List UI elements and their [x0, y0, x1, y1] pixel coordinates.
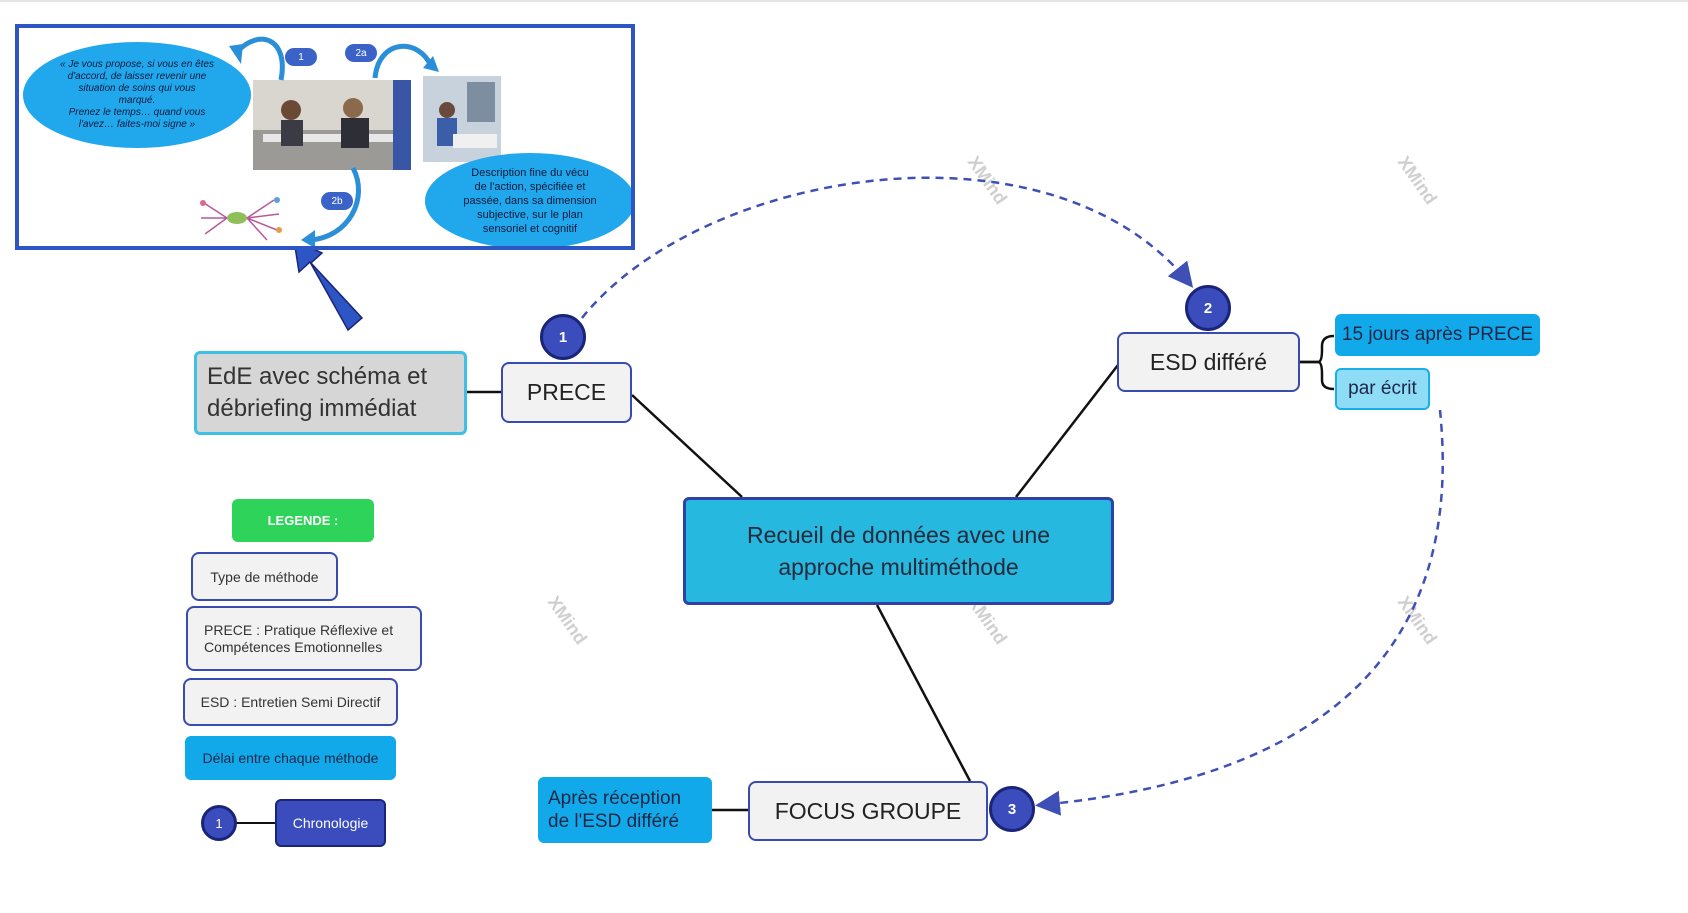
quote-line: d'accord, de laisser revenir une	[67, 71, 207, 82]
connector-esd-delay	[1300, 334, 1335, 364]
chronology-badge-2: 2	[1185, 285, 1231, 331]
mindmap-thumbnail	[189, 188, 289, 246]
prece-node[interactable]: PRECE	[501, 362, 632, 423]
focus-node[interactable]: FOCUS GROUPE	[748, 781, 988, 841]
prece-label: PRECE	[526, 379, 607, 405]
legend-title-text: LEGENDE :	[267, 513, 339, 528]
ede-line-2: débriefing immédiat	[207, 395, 417, 422]
focus-delay-node[interactable]: Après réception de l'ESD différé	[538, 777, 712, 843]
mindmap-thumbnail-art	[200, 197, 282, 241]
esd-mode-label: par écrit	[1348, 378, 1417, 399]
legend-chrono-badge: 1	[201, 805, 237, 841]
esd-mode-node[interactable]: par écrit	[1335, 368, 1430, 410]
desc-line: passée, dans sa dimension	[463, 195, 597, 207]
interview-photo-art	[253, 80, 411, 170]
legend-prece-definition: PRECE : Pratique Réflexive et Compétence…	[186, 606, 422, 671]
quote-line: l'avez… faites-moi signe »	[78, 119, 196, 130]
esd-node[interactable]: ESD différé	[1117, 332, 1300, 392]
connector-focus-central	[875, 604, 972, 782]
legend-delay: Délai entre chaque méthode	[185, 736, 396, 780]
dashed-arrow-esd-focus	[1035, 409, 1444, 816]
central-line-1: Recueil de données avec une	[746, 522, 1051, 548]
quote-line: marqué.	[118, 95, 156, 106]
panel-badge-1: 1	[285, 48, 317, 66]
esd-delay-node[interactable]: 15 jours après PRECE	[1335, 314, 1540, 356]
desc-line: subjective, sur le plan	[477, 209, 583, 221]
hospital-photo-art	[423, 76, 501, 162]
chronology-badge-3: 3	[989, 786, 1035, 832]
desc-line: Description fine du vécu	[471, 167, 589, 179]
quote-line: Prenez le temps… quand vous	[68, 107, 206, 118]
quote-line: « Je vous propose, si vous en êtes	[60, 59, 214, 70]
central-topic[interactable]: Recueil de données avec une approche mul…	[683, 497, 1114, 605]
dashed-arrow-prece-esd	[581, 176, 1194, 319]
connector-esd-central	[1015, 364, 1119, 498]
connector-esd-mode	[1300, 360, 1335, 391]
esd-label: ESD différé	[1149, 348, 1268, 375]
legend-esd-text: ESD : Entretien Semi Directif	[200, 694, 381, 710]
desc-line: sensoriel et cognitif	[482, 223, 578, 235]
description-bubble: Description fine du vécu de l'action, sp…	[425, 153, 631, 246]
quote-line: situation de soins qui vous	[78, 83, 196, 94]
legend-chronology-text: Chronologie	[292, 815, 369, 831]
panel-badge-2b: 2b	[321, 192, 353, 210]
legend-esd-definition: ESD : Entretien Semi Directif	[183, 678, 398, 726]
legend-prece-line-1: PRECE : Pratique Réflexive et	[204, 621, 394, 638]
legend-title: LEGENDE :	[232, 499, 374, 542]
ede-line-1: EdE avec schéma et	[207, 363, 428, 390]
top-border	[0, 0, 1688, 2]
legend-method-type: Type de méthode	[191, 552, 338, 601]
legend-prece-line-2: Compétences Emotionnelles	[204, 638, 383, 655]
chronology-badge-1: 1	[540, 314, 586, 360]
ede-node[interactable]: EdE avec schéma et débriefing immédiat	[194, 351, 467, 435]
interview-photo	[253, 80, 411, 170]
focus-delay-line-1: Après réception	[548, 788, 682, 809]
illustration-panel: « Je vous propose, si vous en êtes d'acc…	[15, 24, 635, 250]
arrow-up-icon	[293, 238, 364, 332]
desc-line: de l'action, spécifiée et	[474, 181, 586, 193]
hospital-photo	[423, 76, 501, 162]
panel-badge-2a: 2a	[345, 44, 377, 62]
central-line-2: approche multiméthode	[778, 554, 1019, 580]
focus-delay-line-2: de l'ESD différé	[548, 811, 680, 832]
connector-prece-central	[631, 394, 743, 498]
curved-arrow-icon	[229, 36, 439, 246]
legend-delay-text: Délai entre chaque méthode	[202, 750, 379, 766]
quote-bubble: « Je vous propose, si vous en êtes d'acc…	[23, 42, 251, 148]
legend-chronology: Chronologie	[275, 799, 386, 847]
esd-delay-label: 15 jours après PRECE	[1341, 324, 1534, 345]
legend-method-type-text: Type de méthode	[210, 568, 319, 585]
focus-label: FOCUS GROUPE	[774, 797, 962, 824]
